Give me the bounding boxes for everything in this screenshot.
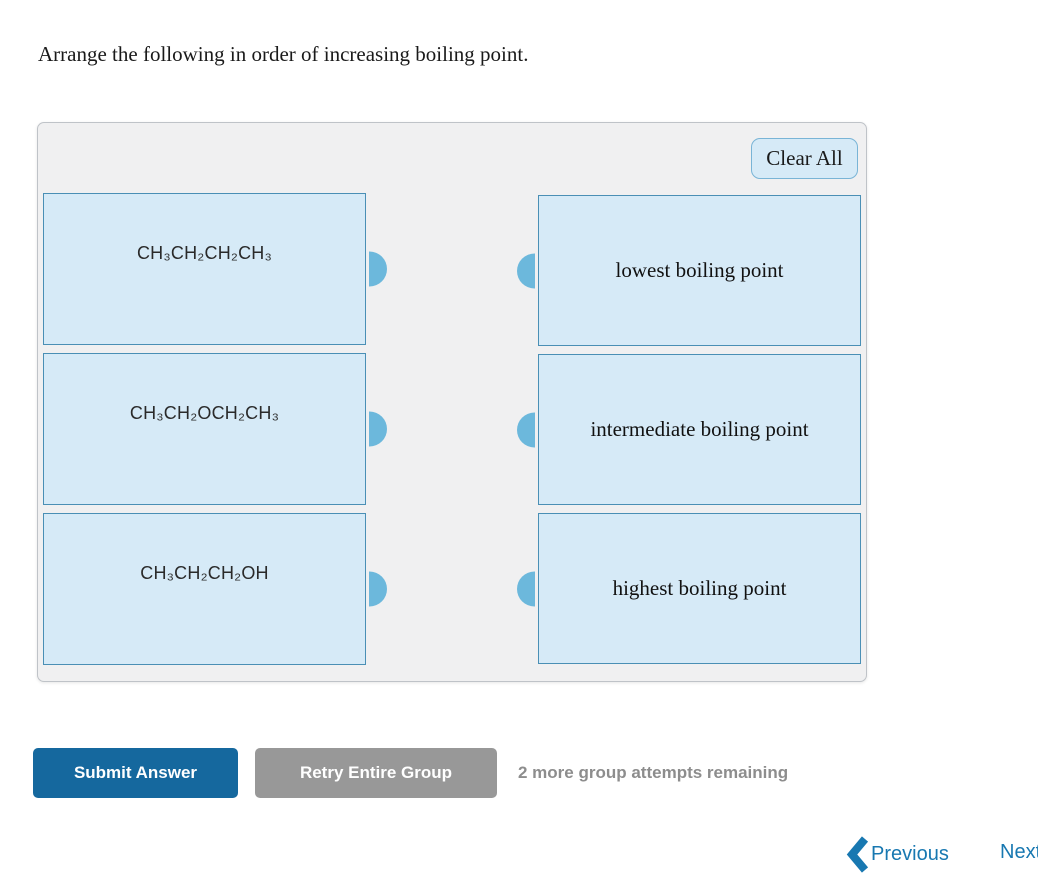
draggable-card[interactable]: CH₃CH₂OCH₂CH₃ xyxy=(43,353,387,505)
drop-target[interactable]: lowest boiling point xyxy=(517,195,861,346)
connector-knob-icon xyxy=(369,251,387,287)
previous-label: Previous xyxy=(871,843,949,865)
retry-group-button[interactable]: Retry Entire Group xyxy=(255,748,497,798)
formula-label: CH₃CH₂OCH₂CH₃ xyxy=(129,402,280,423)
connector-knob-icon xyxy=(517,412,535,447)
clear-all-button[interactable]: Clear All xyxy=(751,138,858,179)
draggables-column: CH₃CH₂CH₂CH₃ CH₃CH₂OCH₂CH₃ CH₃CH₂CH₂OH xyxy=(43,193,387,665)
formula-label: CH₃CH₂CH₂OH xyxy=(140,562,269,583)
drop-target-label: intermediate boiling point xyxy=(590,417,809,441)
connector-knob-icon xyxy=(369,571,387,607)
next-button[interactable]: Next xyxy=(1000,841,1038,863)
attempts-remaining-text: 2 more group attempts remaining xyxy=(518,763,789,782)
drop-target[interactable]: highest boiling point xyxy=(517,513,861,664)
drop-target-label: lowest boiling point xyxy=(615,258,784,282)
formula-label: CH₃CH₂CH₂CH₃ xyxy=(136,242,273,263)
connector-knob-icon xyxy=(369,411,387,447)
activity-panel: Clear All CH₃CH₂CH₂CH₃ CH₃CH₂OCH₂CH₃ CH₃… xyxy=(37,122,867,682)
draggable-card[interactable]: CH₃CH₂CH₂CH₃ xyxy=(43,193,387,345)
submit-answer-button[interactable]: Submit Answer xyxy=(33,748,238,798)
connector-knob-icon xyxy=(517,253,535,288)
question-prompt: Arrange the following in order of increa… xyxy=(38,42,529,66)
targets-column: lowest boiling point intermediate boilin… xyxy=(517,195,861,664)
chevron-left-icon xyxy=(846,836,869,873)
drop-target[interactable]: intermediate boiling point xyxy=(517,354,861,505)
drop-target-label: highest boiling point xyxy=(612,576,787,600)
connector-knob-icon xyxy=(517,571,535,606)
draggable-card[interactable]: CH₃CH₂CH₂OH xyxy=(43,513,387,665)
previous-button[interactable]: Previous xyxy=(845,836,949,873)
